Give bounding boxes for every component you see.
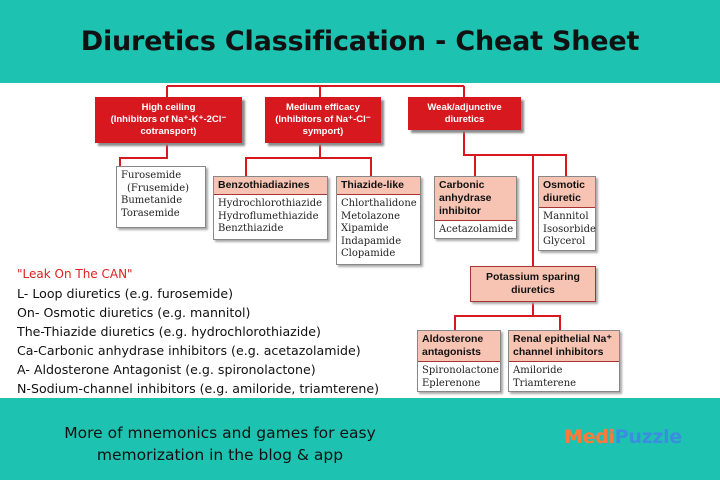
osmotic-group: Osmotic diuretic Mannitol Isosorbide Gly… [538,176,596,251]
heading-text: Carbonic [439,179,485,191]
list-item: Torasemide [121,207,180,219]
heading-text: channel inhibitors [513,346,604,358]
thiazide-like-heading: Thiazide-like [337,177,420,195]
renal-epithelial-group: Renal epithelial Na⁺ channel inhibitors … [508,330,620,392]
mnemonic-title: "Leak On The CAN" [17,267,133,281]
mnemonic-line: The-Thiazide diuretics (e.g. hydrochloro… [17,324,321,339]
list-item: Spironolactone [422,365,499,376]
heading-text: Osmotic [543,179,586,191]
logo-part-puzzle: Puzzle [614,426,682,448]
weak-adjunctive-title-2: diuretics [444,113,485,125]
list-item: Acetazolamide [439,224,514,235]
heading-text: Thiazide-like [341,179,405,191]
high-ceiling-drug-list: Furosemide (Frusemide) Bumetanide Torase… [116,166,206,228]
logo-part-medi: Medi [564,426,615,448]
thiazide-like-group: Thiazide-like Chlorthalidone Metolazone … [336,176,421,265]
list-item: Amiloride [513,365,563,376]
list-item: Hydroflumethiazide [218,210,319,222]
benzothiadiazines-heading: Benzothiadiazines [214,177,327,195]
weak-adjunctive-category: Weak/adjunctive diuretics [408,97,521,130]
medium-efficacy-subtitle: (Inhibitors of Na⁺-Cl⁻ [275,114,371,125]
heading-text: Potassium sparing [486,271,580,283]
high-ceiling-title: High ceiling [141,102,196,113]
list-item: Glycerol [543,236,586,247]
list-item: Benzthiazide [218,223,284,234]
high-ceiling-subtitle: (Inhibitors of Na⁺-K⁺-2Cl⁻ [110,114,227,125]
heading-text: Renal epithelial Na⁺ [513,333,612,345]
potassium-sparing-category: Potassium sparing diuretics [470,266,596,302]
benzothiadiazines-group: Benzothiadiazines Hydrochlorothiazide Hy… [213,176,328,240]
medium-efficacy-title: Medium efficacy [286,102,360,113]
carbonic-anhydrase-group: Carbonic anhydrase inhibitor Acetazolami… [434,176,517,239]
list-item: Isosorbide [543,223,596,235]
heading-text: Aldosterone [422,333,484,345]
medipuzzle-logo[interactable]: MediPuzzle [564,426,682,448]
mnemonic-line: A- Aldosterone Antagonist (e.g. spironol… [17,362,316,377]
heading-text: inhibitor [439,205,481,217]
tagline-line: memorization in the blog & app [96,446,344,464]
heading-text: Benzothiadiazines [218,179,310,191]
list-item: Clopamide [341,248,396,259]
mnemonic-line: On- Osmotic diuretics (e.g. mannitol) [17,305,251,320]
heading-text: diuretics [511,284,555,296]
list-item: Xipamide [341,223,389,234]
mnemonic-line: N-Sodium-channel inhibitors (e.g. amilor… [17,381,379,396]
list-item: Metolazone [341,210,401,222]
aldosterone-heading: Aldosterone antagonists [418,331,500,362]
tagline-line: More of mnemonics and games for easy [64,424,376,442]
heading-text: antagonists [422,346,481,358]
list-item: (Frusemide) [127,182,190,194]
carbonic-anhydrase-heading: Carbonic anhydrase inhibitor [435,177,516,221]
renal-epithelial-heading: Renal epithelial Na⁺ channel inhibitors [509,331,619,362]
list-item: Mannitol [543,211,589,222]
page-title: Diuretics Classification - Cheat Sheet [80,26,640,57]
list-item: Hydrochlorothiazide [218,198,323,209]
medium-efficacy-subtitle-2: symport) [302,126,344,137]
footer-tagline: More of mnemonics and games for easy mem… [40,422,400,466]
list-item: Indapamide [341,235,402,247]
osmotic-heading: Osmotic diuretic [539,177,595,208]
list-item: Furosemide [121,170,182,181]
mnemonic-line: Ca-Carbonic anhydrase inhibitors (e.g. a… [17,343,361,358]
heading-text: diuretic [543,192,581,204]
list-item: Eplerenone [422,377,481,389]
medium-efficacy-category: Medium efficacy (Inhibitors of Na⁺-Cl⁻ s… [265,97,381,143]
high-ceiling-subtitle-2: cotransport) [140,126,197,137]
list-item: Bumetanide [121,195,183,206]
heading-text: anhydrase [439,192,492,204]
weak-adjunctive-title: Weak/adjunctive [427,101,502,113]
aldosterone-antagonists-group: Aldosterone antagonists Spironolactone E… [417,330,501,392]
header-banner: Diuretics Classification - Cheat Sheet [0,0,720,83]
high-ceiling-category: High ceiling (Inhibitors of Na⁺-K⁺-2Cl⁻ … [95,97,242,143]
footer-banner: More of mnemonics and games for easy mem… [0,398,720,480]
list-item: Chlorthalidone [341,198,417,209]
list-item: Triamterene [513,377,577,389]
mnemonic-block: "Leak On The CAN" L- Loop diuretics (e.g… [17,265,379,398]
mnemonic-line: L- Loop diuretics (e.g. furosemide) [17,286,234,301]
